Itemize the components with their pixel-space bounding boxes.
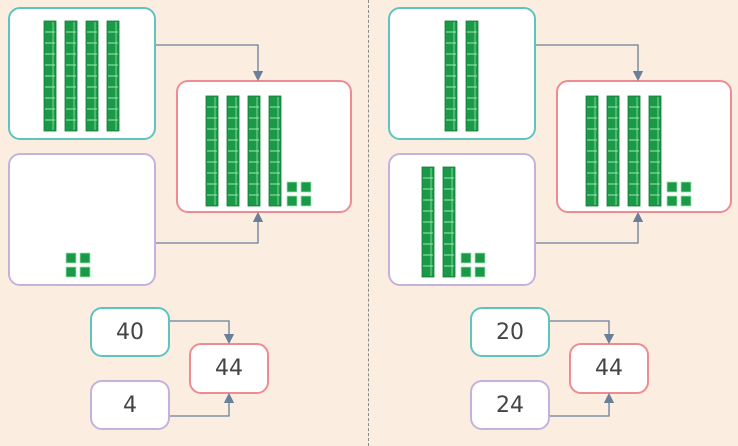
right-mixed-value: 24 [496, 392, 524, 418]
one-cube [666, 181, 678, 193]
left-sum-box [176, 80, 352, 213]
left-ones-blocks [65, 252, 91, 278]
one-cube [65, 266, 77, 278]
right-tens-value: 20 [496, 319, 524, 345]
arrow-left-num-bottom [170, 392, 235, 417]
right-mixed-number: 24 [470, 380, 550, 430]
right-mixed-blocks [421, 166, 486, 278]
left-ones-number: 4 [90, 380, 170, 430]
arrow-right-bottom [536, 211, 644, 244]
one-cube [460, 252, 472, 264]
arrow-left-bottom [156, 211, 264, 244]
one-cube [79, 266, 91, 278]
one-cube [680, 181, 692, 193]
left-sum-value: 44 [215, 356, 243, 381]
panel-divider [368, 0, 369, 446]
one-cube [286, 181, 298, 193]
left-ones-box [8, 153, 156, 286]
one-cube [474, 252, 486, 264]
right-sum-blocks [585, 95, 692, 207]
left-tens-blocks [43, 20, 120, 132]
right-tens-blocks [444, 20, 479, 132]
one-cube [460, 266, 472, 278]
one-cube [65, 252, 77, 264]
arrow-right-num-bottom [550, 392, 615, 417]
one-cube [286, 195, 298, 207]
one-cube [474, 266, 486, 278]
one-cube [666, 195, 678, 207]
one-cube [680, 195, 692, 207]
one-cube [79, 252, 91, 264]
right-sum-box [556, 80, 732, 213]
right-tens-number: 20 [470, 307, 550, 357]
arrow-left-num-top [170, 320, 235, 345]
arrow-left-top [156, 44, 264, 82]
one-cube [300, 181, 312, 193]
left-sum-blocks [205, 95, 312, 207]
left-tens-value: 40 [116, 319, 144, 345]
right-tens-box [388, 7, 536, 140]
left-tens-box [8, 7, 156, 140]
arrow-right-num-top [550, 320, 615, 345]
arrow-right-top [536, 44, 644, 82]
right-mixed-box [388, 153, 536, 286]
one-cube [300, 195, 312, 207]
right-sum-value: 44 [595, 356, 623, 381]
left-ones-value: 4 [123, 392, 137, 418]
left-tens-number: 40 [90, 307, 170, 357]
